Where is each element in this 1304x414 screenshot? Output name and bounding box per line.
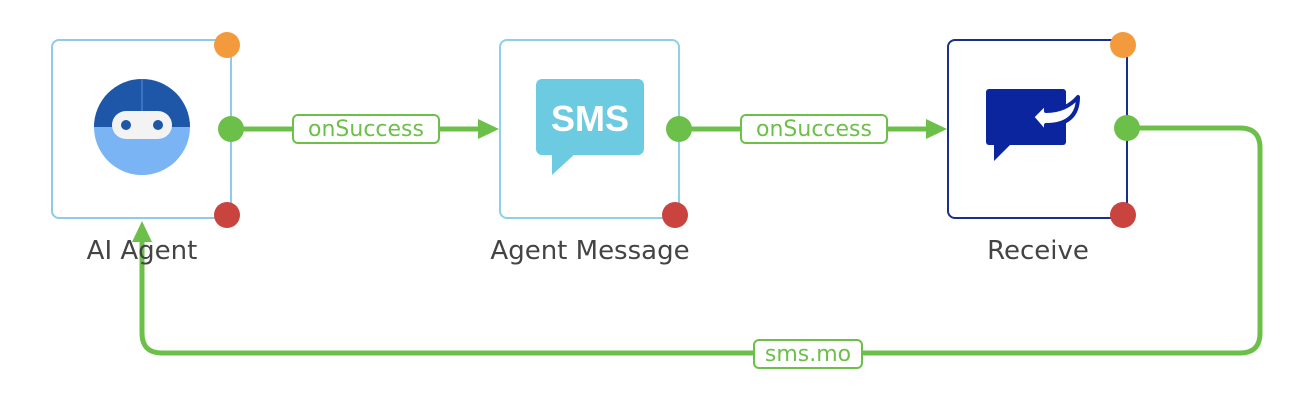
node-ai-warning-port[interactable] (214, 32, 240, 58)
node-message-error-port[interactable] (662, 202, 688, 228)
edge-ai-to-message-arrow (478, 119, 499, 139)
node-receive-warning-port[interactable] (1110, 32, 1136, 58)
edge-label-on-success[interactable]: onSuccess (292, 114, 440, 144)
node-title-receive: Receive (987, 236, 1089, 266)
node-ai-error-port[interactable] (214, 202, 240, 228)
edge-label-on-success[interactable]: onSuccess (740, 114, 888, 144)
node-receive-success-port[interactable] (1114, 115, 1140, 141)
node-receive[interactable] (947, 39, 1128, 219)
edge-label-sms-mo[interactable]: sms.mo (753, 339, 863, 369)
node-receive-error-port[interactable] (1110, 202, 1136, 228)
node-ai-success-port[interactable] (218, 116, 244, 142)
node-agent-message[interactable]: SMS (499, 39, 680, 219)
edge-receive-to-ai-arrow (132, 221, 152, 242)
robot-agent-icon (92, 77, 192, 181)
sms-bubble-icon: SMS (534, 77, 646, 181)
receive-message-icon (985, 89, 1090, 169)
node-title-agent-message: Agent Message (490, 236, 690, 266)
node-title-ai-agent: AI Agent (86, 236, 198, 266)
sms-icon-text: SMS (550, 98, 628, 139)
edge-message-to-receive-arrow (926, 119, 947, 139)
edge-receive-to-ai[interactable] (139, 125, 1263, 356)
node-message-success-port[interactable] (666, 116, 692, 142)
node-ai-agent[interactable] (51, 39, 232, 219)
